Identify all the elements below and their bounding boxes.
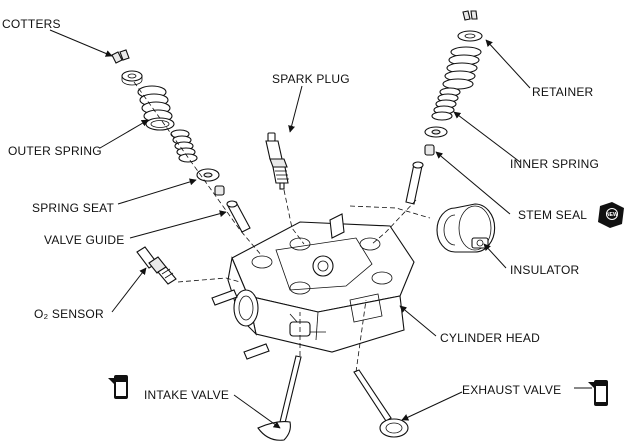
- o2-sensor-part: [136, 246, 177, 285]
- oil-badge-text-intake: OIL: [120, 386, 126, 394]
- label-spark-plug: SPARK PLUG: [272, 72, 350, 86]
- label-cotters: COTTERS: [2, 17, 61, 31]
- head-studs: [211, 289, 270, 360]
- oil-badge-text-exhaust: OIL: [600, 391, 606, 399]
- insulator-part: [436, 203, 496, 253]
- cotters-part-right: [462, 10, 478, 21]
- intake-valve-train: [111, 49, 251, 233]
- intake-valve-part: [257, 355, 302, 441]
- label-inner-spring: INNER SPRING: [510, 157, 599, 171]
- leader-lines: [49, 29, 592, 429]
- label-cylinder-head: CYLINDER HEAD: [440, 331, 540, 345]
- stem-seal-part-left: [214, 185, 225, 196]
- spring-seat-part-right: [424, 126, 448, 138]
- inner-spring-part: [431, 87, 461, 121]
- label-spring-seat: SPRING SEAT: [32, 201, 114, 215]
- spring-seat-part: [196, 168, 220, 182]
- cotters-part: [111, 49, 130, 64]
- label-stem-seal: STEM SEAL: [518, 208, 587, 222]
- label-insulator: INSULATOR: [510, 263, 580, 277]
- retainer-part: [457, 30, 483, 42]
- inner-spring-part-left: [170, 129, 198, 163]
- new-badge-text: NEW: [606, 212, 618, 218]
- outer-spring-part: [137, 85, 175, 131]
- label-valve-guide: VALVE GUIDE: [44, 233, 124, 247]
- valve-guide-part: [226, 200, 251, 233]
- exhaust-valve-train: [405, 10, 483, 205]
- label-retainer: RETAINER: [532, 85, 594, 99]
- labels: COTTERS OUTER SPRING SPRING SEAT VALVE G…: [2, 17, 599, 402]
- label-exhaust-valve: EXHAUST VALVE: [462, 383, 561, 397]
- assembly-guide-lines: [133, 81, 431, 373]
- label-o2-sensor: O₂ SENSOR: [34, 307, 104, 321]
- oil-icon: OIL: [108, 375, 128, 399]
- new-part-icon: NEW: [598, 202, 624, 228]
- outer-spring-part-right: [442, 46, 482, 90]
- label-intake-valve: INTAKE VALVE: [144, 388, 229, 402]
- spark-plug-part: [265, 132, 289, 190]
- retainer-part-left: [121, 70, 143, 86]
- cylinder-head-part: [211, 213, 415, 360]
- exhaust-valve-part: [353, 369, 409, 438]
- valve-guide-part-right: [405, 161, 424, 205]
- label-outer-spring: OUTER SPRING: [8, 144, 102, 158]
- stem-seal-part: [424, 144, 435, 156]
- oil-icon: OIL: [588, 380, 608, 406]
